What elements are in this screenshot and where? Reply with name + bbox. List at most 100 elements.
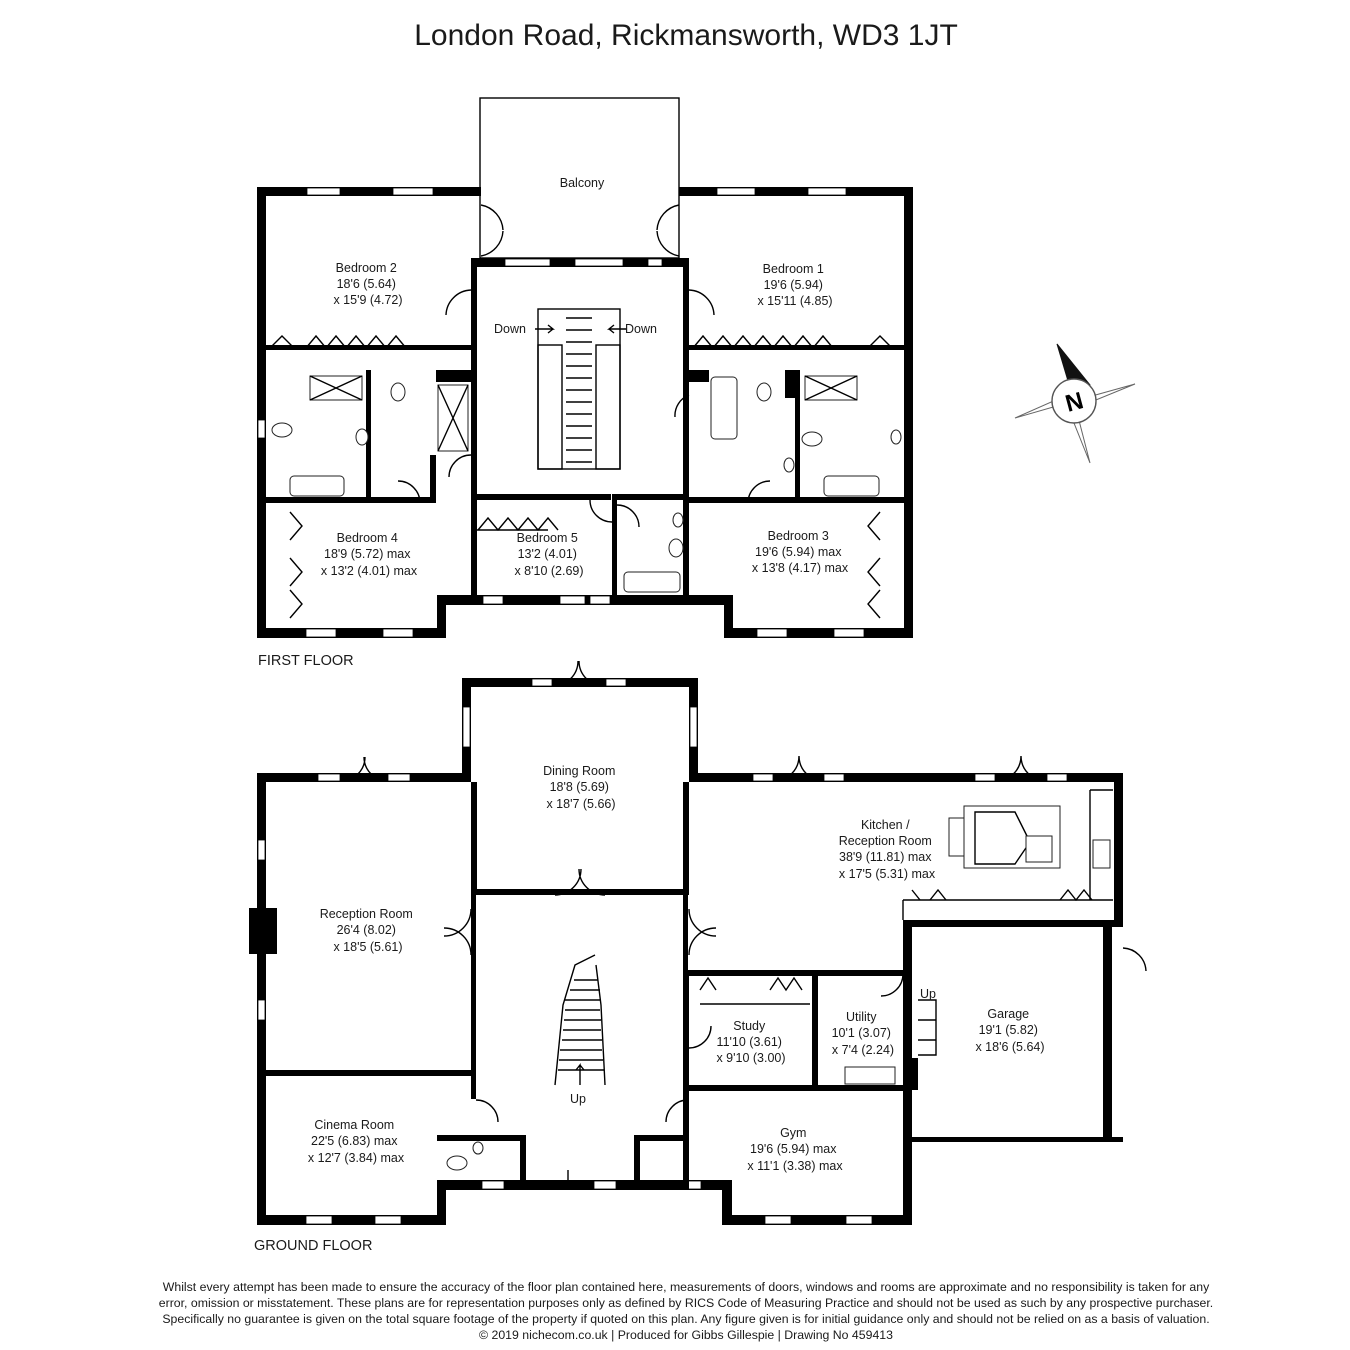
- wall: [683, 258, 689, 498]
- wall: [683, 782, 689, 895]
- window: [481, 1180, 505, 1190]
- disclaimer-line: Specifically no guarantee is given on th…: [162, 1312, 1209, 1326]
- wall: [795, 370, 800, 500]
- door-swing: [475, 973, 904, 1123]
- window: [605, 678, 627, 687]
- window: [752, 773, 774, 782]
- kitchen-counter: [902, 789, 1113, 920]
- window: [392, 187, 434, 196]
- wall: [912, 1137, 1123, 1142]
- bathtub: [289, 475, 345, 497]
- staircase: [554, 954, 606, 1086]
- shower-tray: [804, 375, 858, 401]
- page-title: London Road, Rickmansworth, WD3 1JT: [414, 19, 958, 52]
- stairs-down-label: Down: [494, 322, 526, 336]
- window: [305, 628, 337, 638]
- wall: [683, 498, 689, 598]
- window: [317, 773, 341, 782]
- basin: [672, 512, 684, 528]
- wall: [257, 1215, 443, 1225]
- compass: N: [1014, 343, 1136, 464]
- wall: [634, 1135, 640, 1190]
- toilet: [271, 422, 293, 438]
- window: [833, 628, 865, 638]
- wall: [462, 678, 698, 687]
- window: [257, 999, 266, 1021]
- sink-icon: [844, 1066, 896, 1085]
- kitchen-island: [974, 811, 1031, 865]
- bedroom-4-label: Bedroom 4 18'9 (5.72) max x 13'2 (4.01) …: [321, 531, 418, 578]
- stairs-up-label: Up: [920, 987, 936, 1001]
- wall: [724, 595, 733, 638]
- chimney-breast: [249, 908, 277, 954]
- wardrobe: [911, 888, 1093, 902]
- toilet: [668, 538, 684, 558]
- disclaimer-line: Whilst every attempt has been made to en…: [163, 1280, 1210, 1294]
- basin: [355, 428, 369, 446]
- wall: [679, 187, 913, 196]
- first-floor-plan: Balcony Bedroom 2 18'6 (5.64) x 15'9 (4.…: [257, 97, 913, 669]
- wall: [904, 187, 913, 638]
- reception-room-label: Reception Room 26'4 (8.02) x 18'5 (5.61): [320, 907, 417, 954]
- compass-north-label: N: [1063, 387, 1087, 418]
- wall: [266, 345, 471, 350]
- window: [647, 258, 663, 267]
- wall: [257, 773, 266, 1225]
- wall: [683, 1090, 689, 1190]
- wall: [1103, 925, 1112, 1142]
- window: [589, 595, 611, 605]
- wall: [903, 920, 912, 1090]
- wardrobe: [289, 511, 303, 619]
- door-swing: [552, 660, 605, 687]
- window: [593, 1180, 617, 1190]
- wall: [903, 920, 1123, 927]
- window: [387, 773, 411, 782]
- wall: [689, 345, 904, 350]
- balcony-label: Balcony: [560, 176, 605, 190]
- utility-stairs: [918, 999, 937, 1056]
- window: [807, 187, 847, 196]
- wall: [722, 1180, 732, 1225]
- wall: [724, 628, 913, 638]
- window: [574, 258, 624, 267]
- wall: [471, 889, 689, 895]
- door-swing: [397, 289, 771, 528]
- wall: [617, 494, 689, 500]
- stairs-down-label: Down: [625, 322, 657, 336]
- wardrobe: [476, 516, 559, 532]
- kitchen-island: [948, 817, 965, 857]
- wall: [257, 773, 471, 782]
- window: [257, 839, 266, 861]
- wall: [437, 1180, 446, 1225]
- wall: [437, 1180, 732, 1190]
- wall: [266, 1070, 476, 1076]
- wall: [903, 1090, 912, 1225]
- stairs-up-label: Up: [570, 1092, 586, 1106]
- toilet: [446, 1155, 468, 1171]
- ground-floor-title: GROUND FLOOR: [254, 1238, 372, 1254]
- door-swing: [1122, 947, 1147, 972]
- stair-treads: [566, 317, 592, 463]
- bedroom-5-label: Bedroom 5 13'2 (4.01) x 8'10 (2.69): [514, 531, 583, 578]
- basin: [890, 429, 902, 445]
- study-label: Study 11'10 (3.61) x 9'10 (3.00): [716, 1019, 785, 1065]
- wall: [437, 1135, 526, 1141]
- wall: [683, 970, 689, 1090]
- wall: [683, 970, 903, 976]
- window: [689, 706, 698, 748]
- window: [462, 706, 471, 748]
- copyright-line: © 2019 nichecom.co.uk | Produced for Gib…: [479, 1328, 893, 1342]
- wall: [785, 370, 800, 398]
- wall: [689, 773, 1123, 782]
- window: [1046, 773, 1068, 782]
- window: [504, 258, 551, 267]
- wall: [471, 895, 476, 1099]
- wall: [912, 1058, 918, 1090]
- utility-label: Utility 10'1 (3.07) x 7'4 (2.24): [832, 1010, 895, 1057]
- wall: [812, 976, 818, 1090]
- basin: [472, 1141, 484, 1155]
- wall: [257, 628, 443, 638]
- wall: [683, 1085, 903, 1091]
- wall: [471, 494, 611, 500]
- wall: [689, 370, 709, 382]
